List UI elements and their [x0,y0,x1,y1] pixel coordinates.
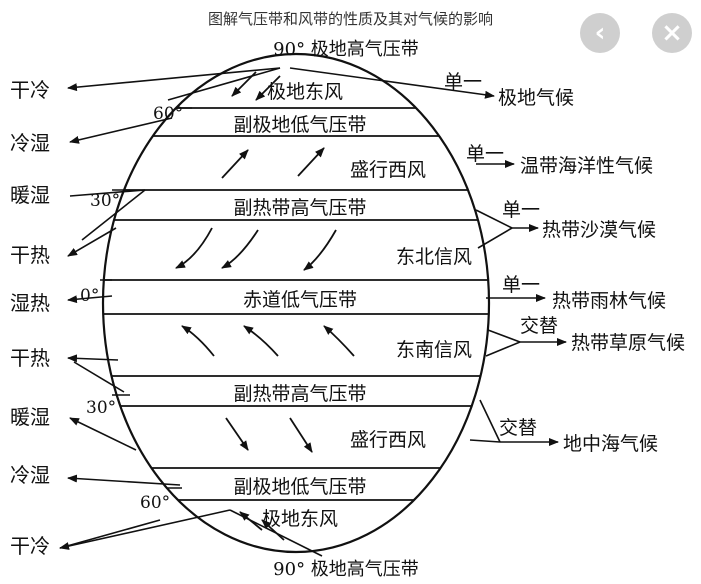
desert-climate-label: 热带沙漠气候 [542,219,656,241]
latitude-60s-label: 60° [140,493,170,513]
property-warm-wet-south: 暖湿 [10,405,50,429]
connector-arrows [59,67,567,557]
latitude-30s-label: 30° [86,398,116,418]
subpolar-low-north-label: 副极地低气压带 [233,114,366,136]
latitude-0-label: 0° [80,286,99,306]
savanna-climate-label: 热带草原气候 [571,332,685,354]
polar-mode-label: 单一 [444,71,482,93]
westerly-north-label: 盛行西风 [350,159,426,181]
latitude-30n-label: 30° [90,191,120,211]
chevron-left-icon[interactable]: ‹ [580,13,620,53]
polar-high-south-label: 90° 极地高气压带 [273,559,419,580]
mediterranean-climate-label: 地中海气候 [563,433,658,455]
ne-trade-label: 东北信风 [396,246,472,268]
latitude-60n-label: 60° [153,104,183,124]
savanna-mode-label: 交替 [520,315,558,337]
polar-easterly-south-label: 极地东风 [262,508,338,530]
equatorial-low-label: 赤道低气压带 [243,289,357,311]
property-dry-hot-north: 干热 [10,243,50,267]
globe-outline [101,52,491,554]
diagram-title: 图解气压带和风带的性质及其对气候的影响 [207,10,493,28]
westerly-south-label: 盛行西风 [350,429,426,451]
polar-high-north-label: 90° 极地高气压带 [273,39,419,60]
property-dry-cold-north: 干冷 [10,78,50,102]
property-cold-wet-north: 冷湿 [10,131,50,155]
polar-easterly-north-label: 极地东风 [267,81,343,103]
polar-climate-label: 极地气候 [498,87,574,109]
property-dry-hot-south: 干热 [10,346,50,370]
maritime-mode-label: 单一 [466,143,504,165]
wind-arrows [175,71,355,541]
property-dry-cold-south: 干冷 [10,534,50,558]
subtropical-high-north-label: 副热带高气压带 [233,197,366,219]
property-wet-hot: 湿热 [10,291,50,315]
close-icon[interactable]: × [652,13,692,53]
maritime-climate-label: 温带海洋性气候 [520,155,653,177]
subpolar-low-south-label: 副极地低气压带 [233,476,366,498]
latitude-ticks [100,107,192,489]
subtropical-high-south-label: 副热带高气压带 [233,383,366,405]
desert-mode-label: 单一 [502,199,540,221]
rainforest-mode-label: 单一 [502,274,540,296]
mediterranean-mode-label: 交替 [499,417,537,439]
property-cold-wet-south: 冷湿 [10,463,50,487]
property-warm-wet-north: 暖湿 [10,183,50,207]
rainforest-climate-label: 热带雨林气候 [552,290,666,312]
se-trade-label: 东南信风 [396,339,472,361]
